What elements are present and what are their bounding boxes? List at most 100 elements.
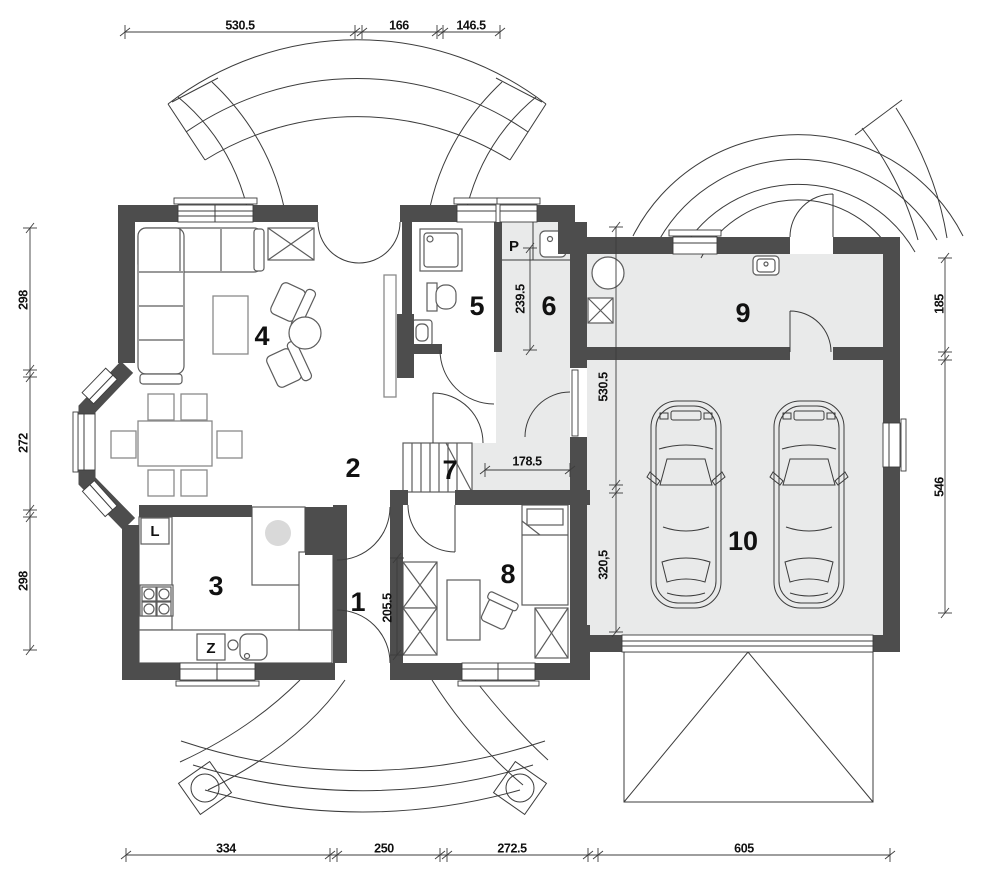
garage-door: [621, 634, 874, 653]
pergola-band: [474, 679, 549, 761]
dimension-ticks: [23, 25, 952, 862]
tiled-floors: [472, 222, 883, 635]
dim-label-bottom: 605: [734, 841, 754, 855]
top-arch-leg-cap: [171, 77, 219, 103]
bed: [521, 504, 569, 606]
window: [175, 662, 260, 687]
garage-inner-door-arc: [789, 310, 832, 353]
window: [453, 197, 500, 223]
sofa: [137, 227, 185, 375]
canopy-band: [895, 107, 948, 239]
flue-box: [587, 297, 614, 324]
oven-icon: [265, 520, 291, 546]
dim-label-interior: 530.5: [596, 372, 610, 402]
chair: [216, 430, 243, 459]
pergola-band: [207, 679, 346, 791]
chimney-box: [267, 227, 315, 261]
dim-label-interior: 205.5: [380, 593, 394, 623]
top-arch-cap-right: [509, 103, 547, 161]
kitchen-tall-unit: [251, 506, 306, 586]
entrance-door-arc: [789, 193, 834, 238]
sofa-armrest: [253, 228, 265, 272]
pergola-column: [177, 760, 233, 816]
chair: [147, 469, 175, 497]
window: [668, 229, 722, 255]
bay-window: [72, 411, 96, 473]
room-label-4: 4: [254, 321, 269, 351]
tv-board: [383, 274, 397, 398]
sink-cabinet: [196, 633, 226, 661]
bay-window-angled: [81, 479, 118, 518]
dim-label-interior: 320,5: [596, 550, 610, 580]
pergola-band: [431, 679, 524, 786]
letter-label-Z: Z: [206, 640, 215, 657]
chair: [147, 393, 175, 421]
top-arch-cap-left: [167, 103, 206, 161]
side-table: [288, 316, 322, 350]
dim-label-left: 298: [16, 290, 30, 310]
room-label-2: 2: [345, 453, 360, 483]
letter-label-P: P: [509, 238, 519, 255]
desk-chair: [480, 591, 519, 630]
pergola-arc: [180, 740, 546, 771]
top-arch-inner: [204, 116, 511, 161]
top-arch-middle: [185, 77, 529, 133]
garage-floor: [587, 254, 883, 635]
dim-label-bottom: 272.5: [497, 841, 527, 855]
room-label-10: 10: [728, 526, 758, 556]
driveway: [623, 651, 874, 803]
dim-label-interior: 178.5: [512, 454, 542, 468]
window: [882, 418, 907, 472]
pergola-band: [179, 679, 301, 763]
top-arch-outer: [167, 39, 547, 105]
wardrobe: [534, 607, 569, 659]
dim-label-left: 298: [16, 571, 30, 591]
terrace-door-arc: [336, 609, 391, 664]
toilet-bowl: [435, 284, 457, 310]
room-label-5: 5: [469, 291, 484, 321]
hall-door-arc: [432, 392, 484, 444]
dim-label-interior: 239.5: [513, 284, 527, 314]
top-arch-leg: [211, 81, 285, 208]
garage-access-door-leaf: [571, 369, 579, 437]
chair: [180, 469, 208, 497]
terrace-double-door-arc: [358, 221, 401, 264]
decorative-arches: [167, 39, 964, 816]
dim-label-top: 530.5: [225, 18, 255, 32]
canopy-arc: [658, 158, 938, 241]
window: [496, 197, 541, 223]
shower-drain: [426, 235, 434, 243]
hallway-door-arc: [336, 506, 391, 561]
dim-label-left: 272: [16, 433, 30, 453]
window: [457, 662, 540, 687]
letter-label-L: L: [150, 523, 159, 540]
desk: [446, 579, 481, 641]
garage-access-door-arc: [524, 391, 571, 438]
room-label-9: 9: [735, 298, 750, 328]
canopy-arc: [632, 134, 964, 237]
dim-label-top: 146.5: [456, 18, 486, 32]
window: [173, 197, 258, 223]
armchair: [266, 340, 313, 388]
bathroom-door-arc: [439, 349, 495, 405]
canopy-band: [861, 127, 919, 241]
furniture: [110, 222, 780, 664]
room-label-7: 7: [442, 455, 457, 485]
chair: [180, 393, 208, 421]
bedroom-door-arc: [407, 504, 456, 553]
room-label-1: 1: [350, 587, 365, 617]
canopy-band-cap: [854, 99, 903, 136]
top-arch-leg: [177, 96, 248, 208]
kitchen-counter-right: [298, 551, 334, 631]
dim-label-right: 185: [932, 294, 946, 314]
dimension-lines: [29, 31, 946, 856]
coffee-table: [212, 295, 249, 355]
utility-sink: [752, 255, 780, 276]
wardrobe: [402, 561, 438, 656]
faucet: [227, 639, 239, 651]
pergola-column: [492, 760, 548, 816]
boiler: [591, 256, 625, 290]
room-label-3: 3: [208, 571, 223, 601]
